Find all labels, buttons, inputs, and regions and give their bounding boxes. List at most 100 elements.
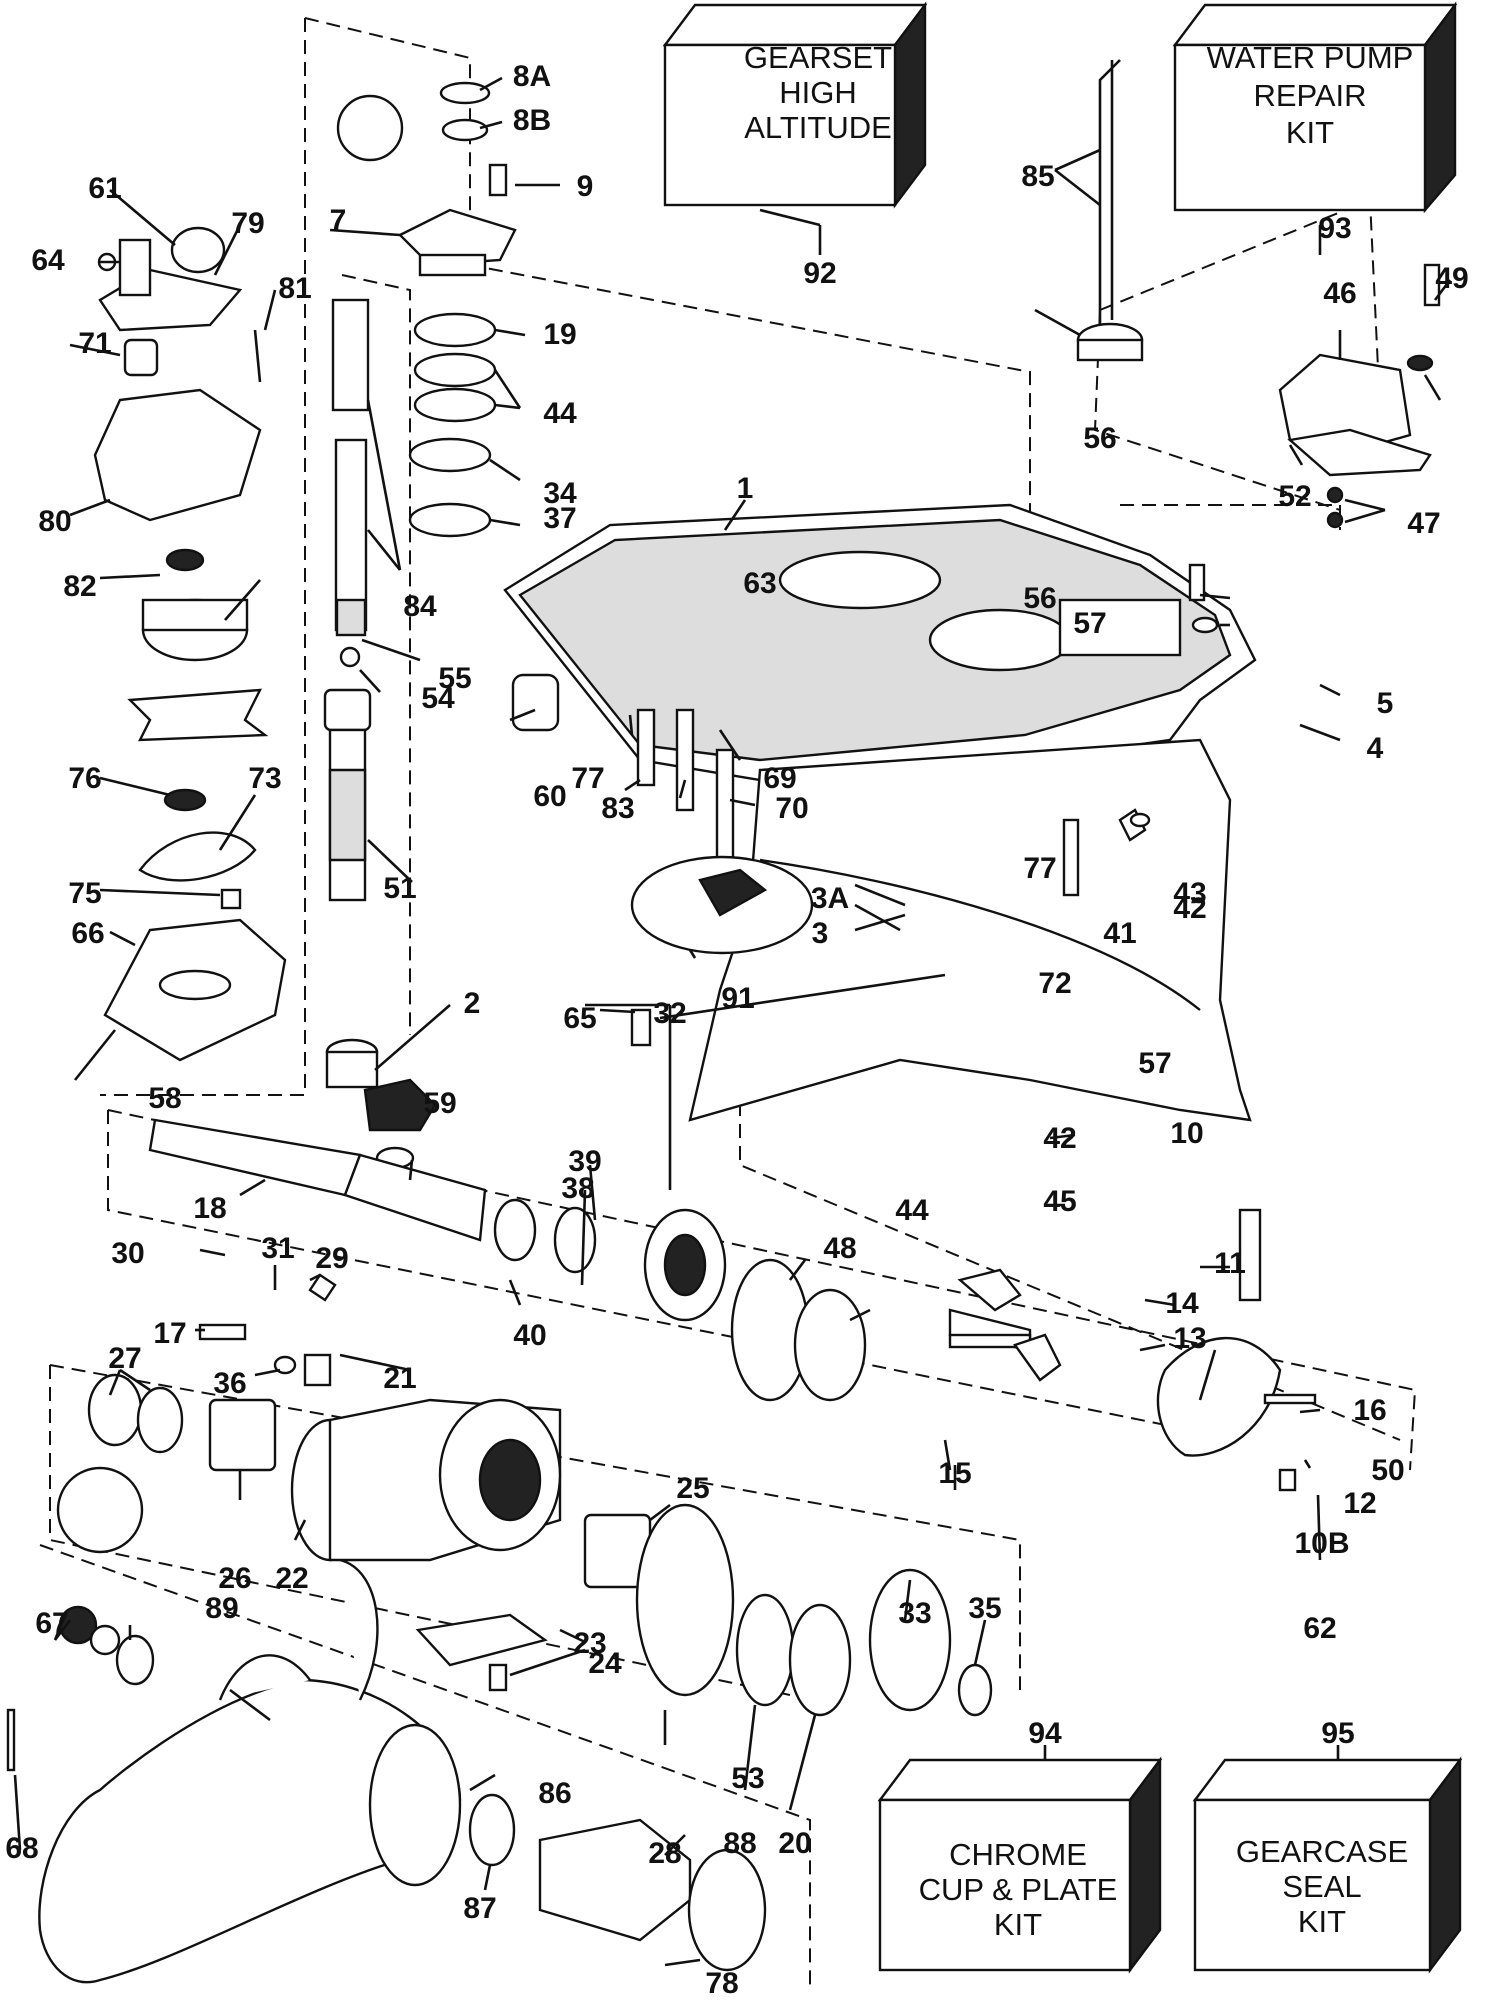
callout-32: 32: [653, 997, 686, 1030]
callout-8b: 8B: [513, 104, 551, 137]
callout-78: 78: [705, 1967, 738, 2000]
callout-57: 57: [1138, 1047, 1171, 1080]
callout-54: 54: [421, 682, 455, 715]
callout-44: 44: [543, 397, 577, 430]
callout-17: 17: [153, 1317, 186, 1350]
callout-58: 58: [148, 1082, 181, 1115]
callout-3a: 3A: [811, 882, 849, 915]
callout-92: 92: [803, 257, 836, 290]
callout-73: 73: [248, 762, 281, 795]
callout-2: 2: [464, 987, 481, 1020]
callout-12: 12: [1343, 1487, 1376, 1520]
callout-42: 42: [1173, 892, 1206, 925]
callout-35: 35: [968, 1592, 1001, 1625]
callout-25: 25: [676, 1472, 709, 1505]
callout-69: 69: [763, 762, 796, 795]
callout-7: 7: [330, 204, 347, 237]
callout-89: 89: [205, 1592, 238, 1625]
callout-84: 84: [403, 590, 437, 623]
callout-67: 67: [35, 1607, 68, 1640]
callout-27: 27: [108, 1342, 141, 1375]
callout-64: 64: [31, 244, 65, 277]
propeller-assembly: [6, 1558, 767, 1984]
callout-40: 40: [513, 1319, 546, 1352]
callout-30: 30: [111, 1237, 144, 1270]
callout-39: 39: [568, 1145, 601, 1178]
callout-57: 57: [1073, 607, 1106, 640]
upper-right-parts: [1076, 59, 1441, 634]
callout-19: 19: [543, 318, 576, 351]
callout-85: 85: [1021, 160, 1054, 193]
leader-lines: [13, 76, 1452, 1967]
callout-13: 13: [1173, 1322, 1206, 1355]
callout-80: 80: [38, 505, 71, 538]
callout-47: 47: [1407, 507, 1440, 540]
callout-10: 10: [1170, 1117, 1203, 1150]
callout-14: 14: [1165, 1287, 1199, 1320]
callout-75: 75: [68, 877, 101, 910]
callout-48: 48: [823, 1232, 856, 1265]
callout-87: 87: [463, 1892, 496, 1925]
callout-46: 46: [1323, 277, 1356, 310]
callout-33: 33: [898, 1597, 931, 1630]
callout-94: 94: [1028, 1717, 1062, 1750]
callout-86: 86: [538, 1777, 571, 1810]
callout-79: 79: [231, 207, 264, 240]
water-pump-parts: [93, 226, 287, 1062]
callout-91: 91: [721, 982, 754, 1015]
callout-3: 3: [812, 917, 829, 950]
driveshaft-parts: [323, 298, 437, 1170]
callout-16: 16: [1353, 1394, 1386, 1427]
callout-15: 15: [938, 1457, 971, 1490]
callout-21: 21: [383, 1362, 416, 1395]
callout-88: 88: [723, 1827, 756, 1860]
callout-61: 61: [88, 172, 121, 205]
callout-31: 31: [261, 1232, 294, 1265]
callout-38: 38: [561, 1172, 594, 1205]
callout-24: 24: [588, 1647, 622, 1680]
callout-10b: 10B: [1294, 1527, 1349, 1560]
callout-65: 65: [563, 1002, 596, 1035]
callout-60: 60: [533, 780, 566, 813]
callout-68: 68: [5, 1832, 38, 1865]
callout-29: 29: [315, 1242, 348, 1275]
callout-20: 20: [778, 1827, 811, 1860]
callout-56: 56: [1023, 582, 1056, 615]
callout-56: 56: [1083, 422, 1116, 455]
bearing-carrier-assembly: [56, 1273, 993, 1717]
callout-42: 42: [1043, 1122, 1076, 1155]
mid-parts: [511, 673, 1151, 1047]
callout-9: 9: [577, 170, 594, 203]
callout-22: 22: [275, 1562, 308, 1595]
callout-37: 37: [543, 502, 576, 535]
callout-41: 41: [1103, 917, 1136, 950]
gearcase-housing: [503, 503, 1257, 1122]
callout-34: 34: [543, 477, 577, 510]
callout-55: 55: [438, 662, 471, 695]
callout-76: 76: [68, 762, 101, 795]
callout-8a: 8A: [513, 60, 551, 93]
callout-labels: 1233A4578A8B91010B1112131415161718192021…: [5, 60, 1468, 2000]
callout-95: 95: [1321, 1717, 1354, 1750]
callout-72: 72: [1038, 967, 1071, 1000]
callout-36: 36: [213, 1367, 246, 1400]
callout-81: 81: [278, 272, 311, 305]
callout-44: 44: [895, 1194, 929, 1227]
callout-66: 66: [71, 917, 104, 950]
upper-seal-stack: [336, 81, 517, 538]
callout-70: 70: [775, 792, 808, 825]
callout-1: 1: [737, 472, 754, 505]
callout-51: 51: [383, 872, 416, 905]
callout-4: 4: [1367, 732, 1384, 765]
callout-62: 62: [1303, 1612, 1336, 1645]
callout-83: 83: [601, 792, 634, 825]
